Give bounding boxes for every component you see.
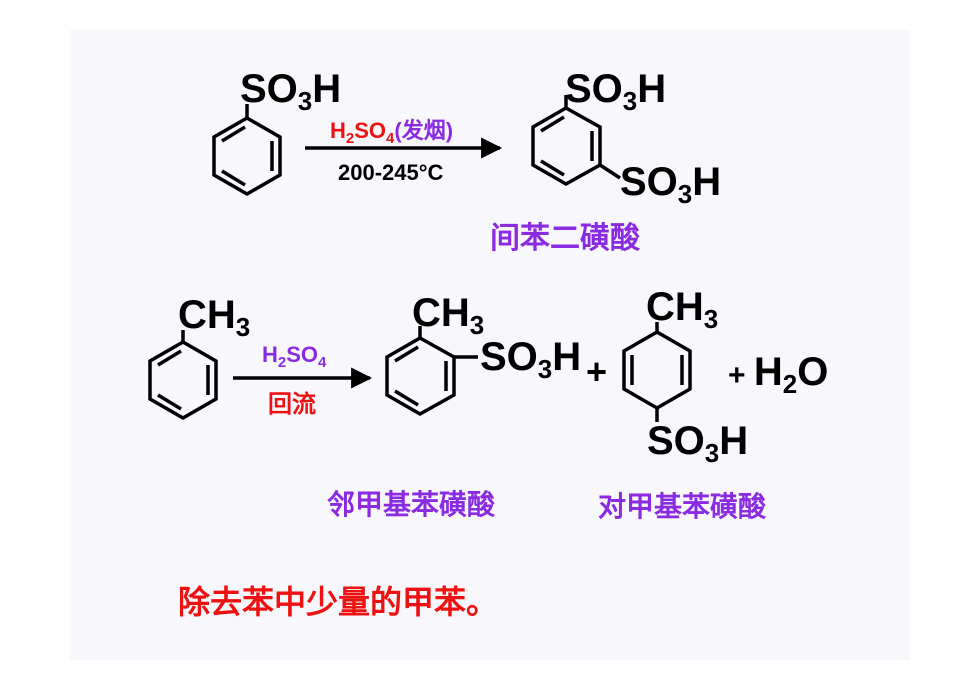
ortho-product-methyl-group: CH3 [412,291,484,340]
product1-sulfonic-group-top: SO3H [565,67,666,116]
reaction1-reagent-top: H2SO4(发烟) [330,118,453,147]
slide-panel [70,30,910,660]
ortho-product-name: 邻甲基苯磺酸 [327,488,496,521]
reaction2-reagent-bottom: 回流 [268,390,316,418]
para-product-name: 对甲基苯磺酸 [598,490,767,523]
product1-name: 间苯二磺酸 [490,221,641,256]
para-product-methyl-group: CH3 [646,285,718,334]
reaction2-reagent-top: H2SO4 [262,342,327,371]
reactant1-sulfonic-group: SO3H [240,67,341,116]
para-toluenesulfonic-acid-structure [622,322,692,422]
product1-sulfonic-group-meta: SO3H [620,160,721,209]
note-text: 除去苯中少量的甲苯。 [178,583,498,621]
ortho-product-sulfonic-group: SO3H [480,335,581,384]
reaction1-reagent-bottom: 200-245°C [338,160,444,185]
toluene-structure [148,330,218,421]
benzenesulfonic-acid-structure [212,104,282,197]
plus-sign: + [586,351,607,392]
water-byproduct: + H2O [728,350,828,399]
benzenedisulfonic-acid-structure [531,95,621,187]
ortho-toluenesulfonic-acid-structure [385,326,478,417]
para-product-sulfonic-group: SO3H [647,419,748,468]
toluene-methyl-group: CH3 [178,293,250,342]
